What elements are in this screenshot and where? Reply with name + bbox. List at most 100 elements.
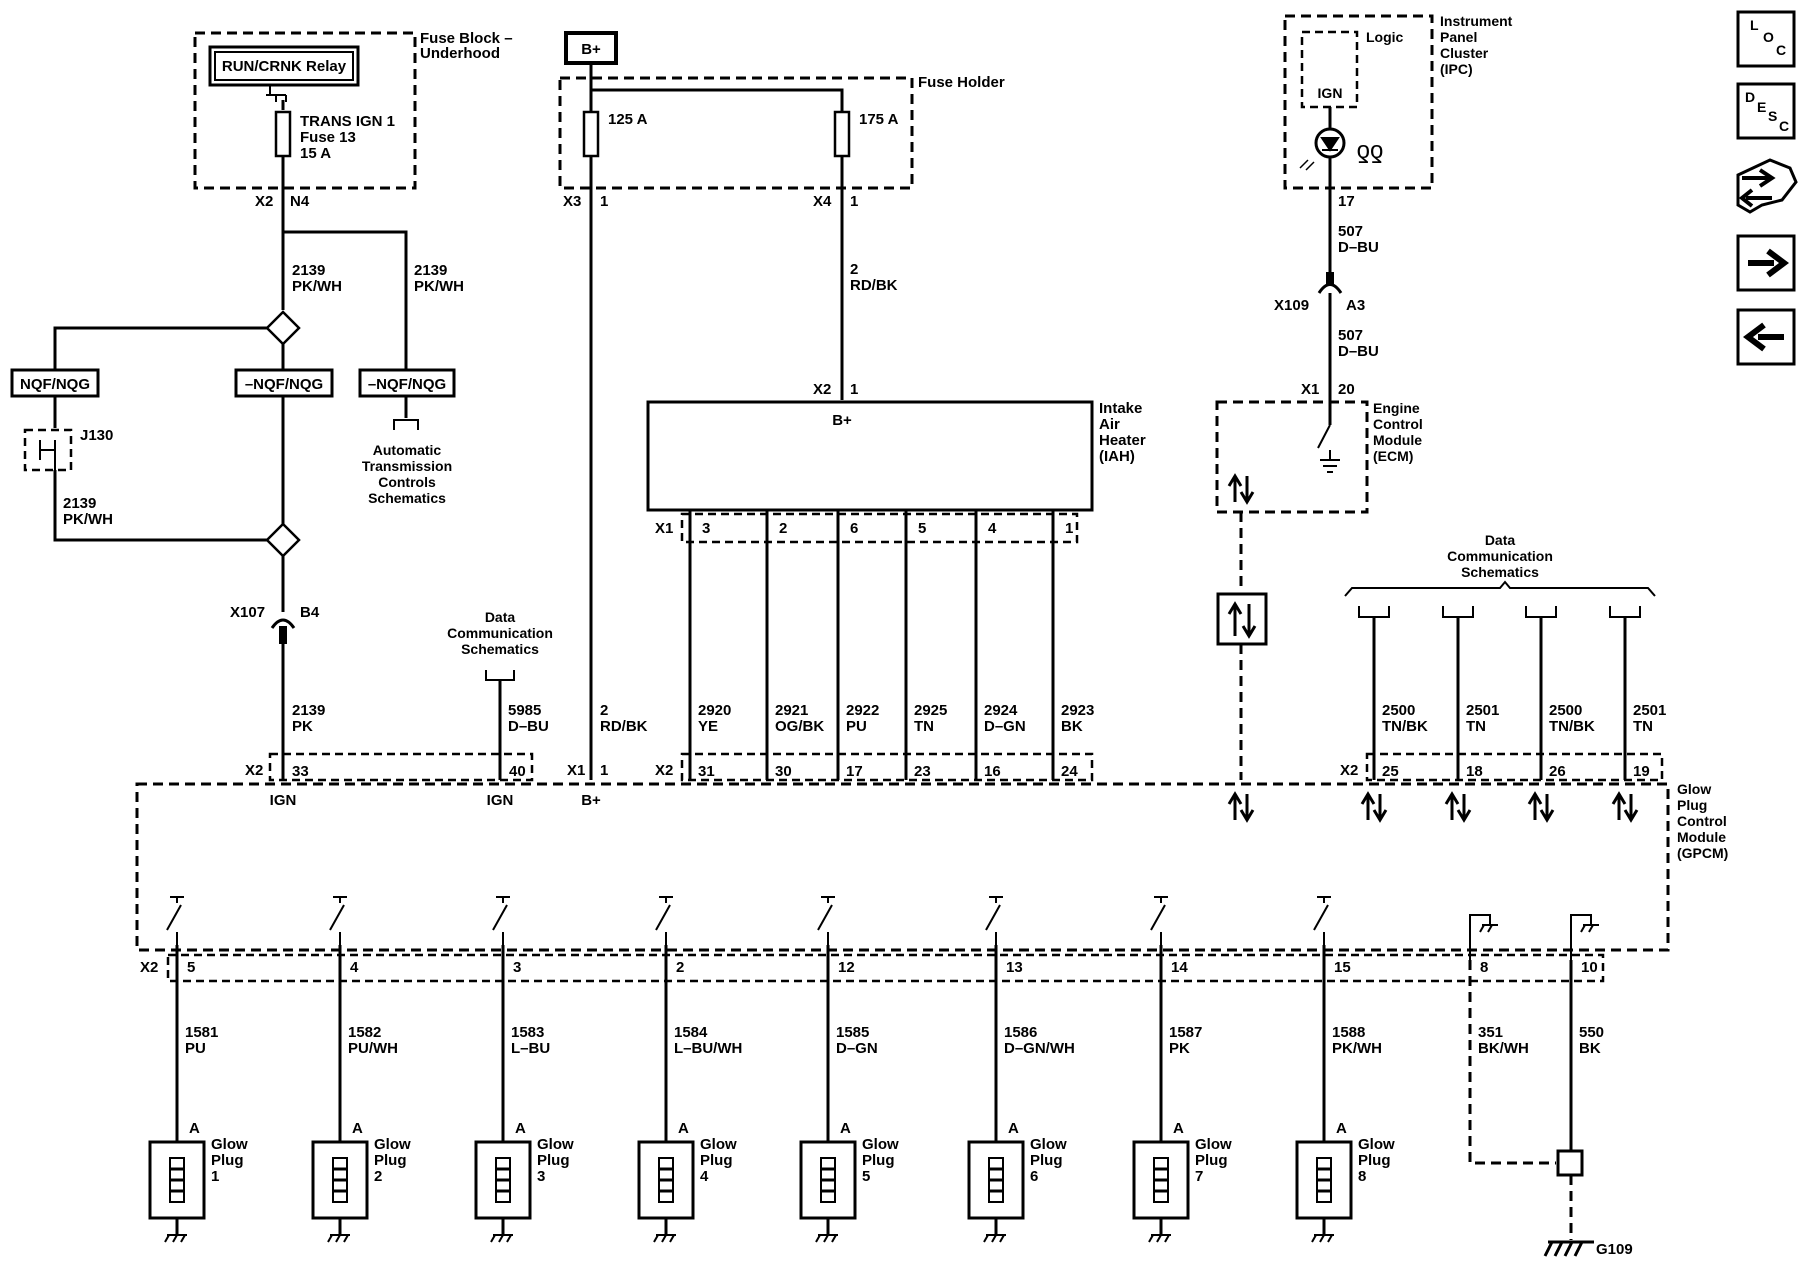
glow-pin-15: 15	[1334, 959, 1351, 976]
ground-pin-10: 10	[1581, 959, 1598, 976]
gpcm-label-1: Glow	[1677, 781, 1711, 797]
iah-pin-2: 2	[779, 520, 787, 537]
serial-wire-color-18: TN	[1466, 718, 1486, 735]
serial-wire-color-25: TN/BK	[1382, 718, 1428, 735]
gpcm-label-4: Module	[1677, 829, 1726, 845]
serial-wire-num-18: 2501	[1466, 702, 1499, 719]
glow-ground-icon-1	[164, 1234, 187, 1243]
glow-label-num-2: 2	[374, 1168, 382, 1185]
glow-ground-icon-6	[983, 1234, 1006, 1243]
iah-wire-color-2925: TN	[914, 718, 934, 735]
diagnostic-icon[interactable]	[1736, 158, 1798, 214]
iah-x2-label: X2	[813, 381, 831, 398]
iah-wire-color-2921: OG/BK	[775, 718, 824, 735]
gpcm-pin-17: 17	[846, 763, 863, 780]
ipc-outline	[1283, 14, 1434, 190]
inline-connector-x109	[1317, 283, 1343, 294]
glow-label-1-6: Glow	[1030, 1136, 1067, 1153]
glow-pin-5: 5	[187, 959, 195, 976]
glow-conn-8: A	[1336, 1120, 1347, 1137]
glow-label-num-8: 8	[1358, 1168, 1366, 1185]
gpcm-pin-40: 40	[509, 763, 526, 780]
glow-switch-5	[817, 896, 835, 945]
previous-arrow-icon[interactable]	[1736, 308, 1796, 366]
glow-pin-13: 13	[1006, 959, 1023, 976]
jumper-j130	[23, 428, 73, 472]
iah-label-2: Air	[1099, 416, 1120, 433]
iah-pin-3: 3	[702, 520, 710, 537]
desc-letter-e: E	[1757, 99, 1766, 115]
ecm-x1-label: X1	[1301, 381, 1319, 398]
connector-x3-label: X3	[563, 193, 581, 210]
wire-507-color-b: D–BU	[1338, 343, 1379, 360]
glow-conn-2: A	[352, 1120, 363, 1137]
glow-plugs: 51581PUAGlowPlug141582PU/WHAGlowPlug2315…	[148, 896, 1395, 1243]
glow-label-2-4: Plug	[700, 1152, 733, 1169]
gpcm-pin-30: 30	[775, 763, 792, 780]
glow-conn-6: A	[1008, 1120, 1019, 1137]
glow-wire-num-1584: 1584	[674, 1024, 708, 1041]
glow-label-num-4: 4	[700, 1168, 709, 1185]
datacomm-left-label-3: Schematics	[461, 641, 539, 657]
connector-x2-label: X2	[255, 193, 273, 210]
glow-conn-7: A	[1173, 1120, 1184, 1137]
glow-label-1-1: Glow	[211, 1136, 248, 1153]
fuse-block-label-1: Fuse Block –	[420, 30, 513, 47]
iah-label-1: Intake	[1099, 400, 1142, 417]
fuse-block-outline	[193, 31, 417, 190]
fuse-label-2: Fuse 13	[300, 129, 356, 146]
glow-pin-4: 4	[350, 959, 359, 976]
glow-switch-4	[655, 896, 673, 945]
fuse-block-label-2: Underhood	[420, 45, 500, 62]
wire-2139-num-a: 2139	[292, 262, 325, 279]
iah-wire-color-2920: YE	[698, 718, 718, 735]
iah-wire-color-2924: D–GN	[984, 718, 1026, 735]
ground-wire-num-550: 550	[1579, 1024, 1604, 1041]
glow-label-1-7: Glow	[1195, 1136, 1232, 1153]
next-arrow-icon[interactable]	[1736, 234, 1796, 292]
gpcm-label-3: Control	[1677, 813, 1727, 829]
fuse-label-3: 15 A	[300, 145, 331, 162]
j130-label: J130	[80, 427, 113, 444]
connector-x109-label: X109	[1274, 297, 1309, 314]
gpcm-pin-18: 18	[1466, 763, 1483, 780]
gpcm-ground-icon-8	[1469, 914, 1498, 960]
iah-wires: 32920YE3122921OG/BK3062922PU1752925TN234…	[688, 510, 1094, 780]
fuse-holder-outline	[558, 76, 914, 190]
ecm-bidirectional-arrow-icon	[1227, 473, 1255, 505]
fuse-holder-label: Fuse Holder	[918, 74, 1005, 91]
ipc-label-1: Instrument	[1440, 13, 1513, 29]
glow-label-2-6: Plug	[1030, 1152, 1063, 1169]
ecm-label-3: Module	[1373, 432, 1422, 448]
description-button[interactable]: D E S C	[1736, 82, 1796, 140]
iah-connector-x1	[680, 512, 1079, 544]
wire-2139-color-b: PK/WH	[414, 278, 464, 295]
ipc-ign-label: IGN	[1318, 85, 1343, 101]
serial-wire-color-26: TN/BK	[1549, 718, 1595, 735]
option-not-nqf-box-a	[234, 368, 334, 398]
iah-wire-num-2924: 2924	[984, 702, 1018, 719]
glow-label-2-2: Plug	[374, 1152, 407, 1169]
ipc-pin-label: 17	[1338, 193, 1355, 210]
gpcm-pin-26: 26	[1549, 763, 1566, 780]
ground-wire-color-351: BK/WH	[1478, 1040, 1529, 1057]
glow-ground-icon-8	[1311, 1234, 1334, 1243]
option-not-nqf-label-a: –NQF/NQG	[245, 376, 323, 393]
glow-switch-7	[1150, 896, 1168, 945]
battery-positive-label: B+	[581, 41, 601, 58]
iah-wire-num-2921: 2921	[775, 702, 808, 719]
glow-label-1-8: Glow	[1358, 1136, 1395, 1153]
glow-wire-color-1585: D–GN	[836, 1040, 878, 1057]
serial-arrow-icon-18	[1444, 791, 1472, 823]
gpcm-ign-b: IGN	[487, 792, 514, 809]
glow-label-2-5: Plug	[862, 1152, 895, 1169]
gpcm-bottom-x2: X2	[140, 959, 158, 976]
fuse-125a	[582, 110, 600, 158]
iah-label-4: (IAH)	[1099, 448, 1135, 465]
glow-label-num-6: 6	[1030, 1168, 1038, 1185]
location-button[interactable]: L O C	[1736, 10, 1796, 68]
glow-switch-1	[166, 896, 184, 945]
gpcm-connector-x2-bottom	[166, 953, 1605, 983]
